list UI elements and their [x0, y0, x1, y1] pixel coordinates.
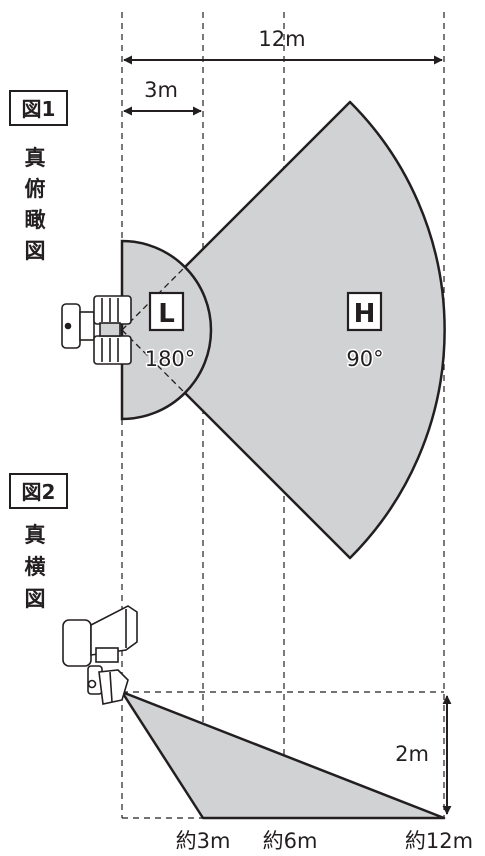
figure2-caption: 真 横 図 [25, 523, 46, 611]
distance-label-12m: 約12m [405, 829, 473, 853]
low-zone-angle: 180° [145, 347, 196, 371]
figure2-label: 図2 [22, 480, 56, 504]
figure1-caption-char: 俯 [25, 177, 46, 201]
high-zone-letter-box [346, 291, 383, 332]
high-zone-angle: 90° [346, 347, 383, 371]
dimension-label-3m: 3m [144, 78, 178, 102]
high-zone-letter: H [354, 299, 376, 329]
distance-label-6m: 約6m [263, 829, 318, 853]
figure1-caption-char: 図 [25, 239, 46, 263]
low-zone-letter: L [158, 299, 175, 329]
figure1-label-box [9, 90, 68, 126]
dimension-label-12m: 12m [258, 27, 305, 51]
hidden-edge-lower [121, 329, 186, 394]
figure1-caption-char: 瞰 [25, 208, 47, 232]
high-detection-zone [120, 100, 446, 560]
figure2-caption-char: 横 [25, 555, 46, 579]
figure1-label: 図1 [22, 97, 56, 121]
light-fixture-top-view-icon [61, 295, 132, 365]
low-zone-letter-box [148, 291, 185, 332]
side-detection-zone [120, 690, 446, 820]
figure2-caption-char: 図 [25, 587, 46, 611]
light-fixture-side-view-icon [62, 605, 138, 705]
figure1-caption-char: 真 [25, 146, 46, 170]
figure2-label-box [9, 473, 68, 509]
figure2-caption-char: 真 [25, 523, 46, 547]
figure1-caption: 真 俯 瞰 図 [25, 146, 47, 263]
distance-label-3m: 約3m [176, 829, 231, 853]
height-label-2m: 2m [395, 742, 429, 766]
